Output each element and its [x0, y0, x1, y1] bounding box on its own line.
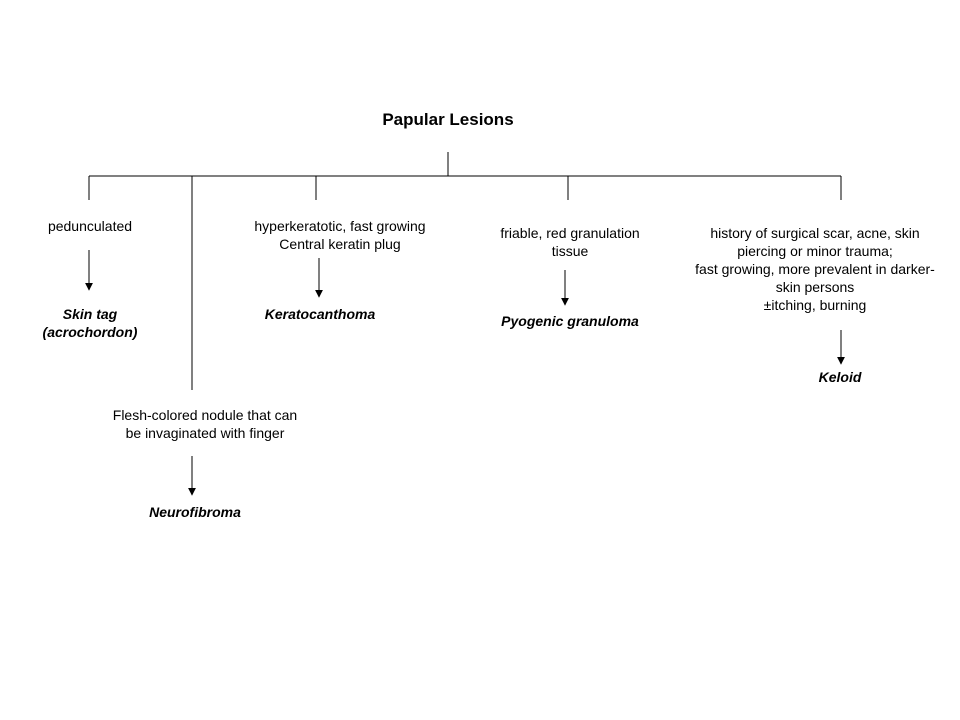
diagnosis-keratocanthoma: Keratocanthoma	[240, 305, 400, 323]
diagnosis-line: Pyogenic granuloma	[501, 313, 639, 329]
diagram-title: Papular Lesions	[382, 110, 514, 129]
criteria-flesh-colored-nodule: Flesh-colored nodule that can be invagin…	[80, 406, 330, 442]
criteria-line: tissue	[551, 243, 589, 259]
criteria-line: ±itching, burning	[763, 297, 867, 313]
criteria-line: history of surgical scar, acne, skin	[710, 225, 920, 241]
criteria-line: skin persons	[775, 279, 855, 295]
diagnosis-line: Neurofibroma	[149, 504, 241, 520]
diagnosis-skin-tag: Skin tag (acrochordon)	[20, 305, 160, 341]
diagnosis-pyogenic-granuloma: Pyogenic granuloma	[460, 312, 680, 330]
diagnosis-line: Keloid	[818, 369, 862, 385]
criteria-pedunculated: pedunculated	[20, 217, 160, 235]
diagnosis-keloid: Keloid	[780, 368, 900, 386]
criteria-line: friable, red granulation	[500, 225, 640, 241]
diagnosis-neurofibroma: Neurofibroma	[120, 503, 270, 521]
criteria-line: piercing or minor trauma;	[737, 243, 893, 259]
diagnosis-line: Keratocanthoma	[264, 306, 376, 322]
diagnosis-line: Skin tag	[62, 306, 118, 322]
criteria-line: Central keratin plug	[279, 236, 401, 252]
criteria-hyperkeratotic: hyperkeratotic, fast growing Central ker…	[220, 217, 460, 253]
criteria-line: be invaginated with finger	[125, 425, 285, 441]
criteria-friable-red: friable, red granulation tissue	[460, 224, 680, 260]
criteria-line: pedunculated	[47, 218, 133, 234]
criteria-line: hyperkeratotic, fast growing	[254, 218, 426, 234]
criteria-keloid-history: history of surgical scar, acne, skin pie…	[675, 224, 955, 314]
criteria-line: Flesh-colored nodule that can	[112, 407, 298, 423]
diagnosis-line: (acrochordon)	[42, 324, 138, 340]
criteria-line: fast growing, more prevalent in darker-	[695, 261, 935, 277]
